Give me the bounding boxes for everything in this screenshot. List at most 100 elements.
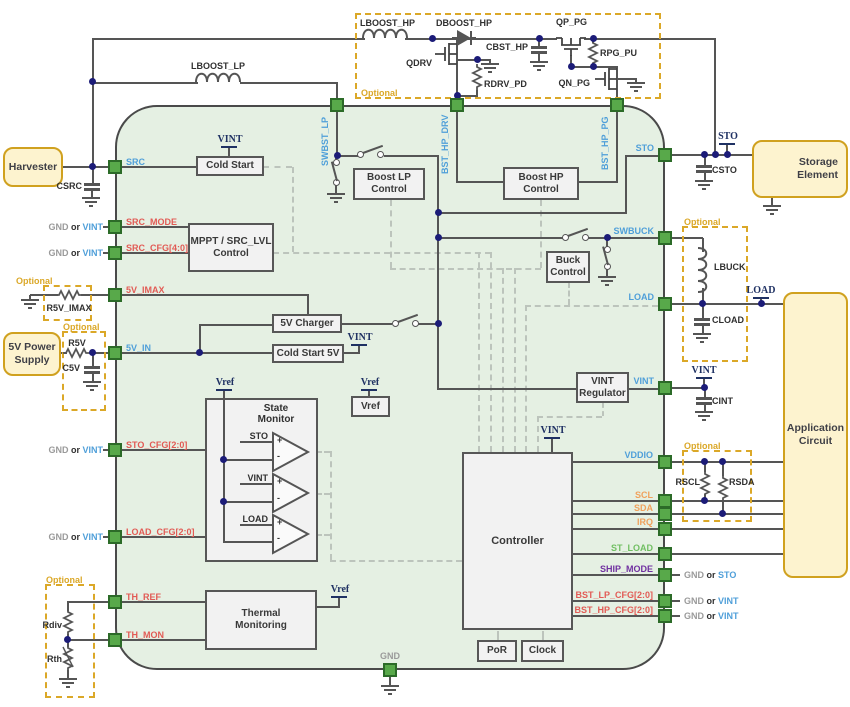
pin-swbst-lp bbox=[330, 98, 344, 112]
pin-label-bst-lp-cfg: BST_LP_CFG[2:0] bbox=[575, 590, 653, 600]
resistor-rsda bbox=[716, 475, 730, 501]
pin-scl bbox=[658, 494, 672, 508]
wire bbox=[476, 90, 478, 97]
wire bbox=[384, 155, 438, 157]
wire bbox=[573, 461, 658, 463]
wire bbox=[672, 237, 703, 239]
junction-dot bbox=[724, 151, 731, 158]
dashed-line bbox=[602, 403, 604, 416]
vref-rail-label: Vref bbox=[330, 584, 350, 595]
junction-dot bbox=[334, 152, 341, 159]
wire bbox=[672, 553, 783, 555]
block-cold-start-5v: Cold Start 5V bbox=[272, 344, 344, 363]
pin-gnd bbox=[383, 663, 397, 677]
pin-label-swbst-lp: SWBST_LP bbox=[320, 116, 330, 166]
wire bbox=[616, 112, 618, 183]
rail-bar bbox=[221, 146, 237, 148]
wire bbox=[570, 55, 572, 68]
wire bbox=[586, 237, 658, 239]
wire bbox=[437, 155, 439, 389]
vint-rail-label: VINT bbox=[217, 134, 243, 145]
wire bbox=[67, 640, 69, 647]
label-rth: Rth bbox=[47, 654, 62, 664]
pin-sto-cfg bbox=[108, 443, 122, 457]
optional-label: Optional bbox=[361, 88, 398, 98]
pin-bst-hp-pg bbox=[610, 98, 624, 112]
optional-r5v-imax-box bbox=[43, 285, 92, 321]
diode-dboost-hp bbox=[452, 30, 476, 46]
resistor-rpg-pu bbox=[586, 40, 600, 66]
vint-rail-label: VINT bbox=[347, 332, 373, 343]
pin-vint bbox=[658, 381, 672, 395]
wire bbox=[69, 639, 108, 641]
wire bbox=[307, 294, 309, 316]
junction-dot bbox=[89, 78, 96, 85]
wire bbox=[343, 352, 359, 354]
block-controller: Controller bbox=[462, 452, 573, 630]
harvester-block: Harvester bbox=[3, 147, 63, 187]
wire bbox=[240, 483, 272, 485]
optional-label: Optional bbox=[16, 276, 53, 286]
sto-rail-label: STO bbox=[718, 131, 738, 142]
wire bbox=[122, 639, 205, 641]
pin-label-src: SRC bbox=[126, 157, 146, 167]
label-rdiv: Rdiv bbox=[42, 620, 62, 630]
dashed-line bbox=[292, 167, 294, 252]
wire bbox=[223, 391, 225, 398]
wire bbox=[635, 78, 637, 82]
pin-label-gnd: GND bbox=[380, 651, 400, 661]
wire bbox=[702, 304, 704, 318]
dashed-line bbox=[542, 631, 544, 640]
wire bbox=[122, 536, 205, 538]
label-qp-pg: QP_PG bbox=[556, 17, 588, 27]
dashed-line bbox=[525, 305, 527, 452]
wire bbox=[629, 388, 658, 390]
wire bbox=[122, 226, 188, 228]
capacitor-csrc bbox=[84, 188, 100, 191]
inductor-lboost-lp bbox=[195, 72, 241, 83]
dashed-line bbox=[263, 166, 292, 168]
wire bbox=[336, 155, 358, 157]
pin-label-5v-imax: 5V_IMAX bbox=[126, 285, 165, 295]
optional-lbuck-box bbox=[682, 226, 748, 362]
pin-src-mode bbox=[108, 220, 122, 234]
wire bbox=[29, 295, 31, 299]
termination-label: GND or VINT bbox=[684, 596, 739, 606]
wire bbox=[573, 500, 658, 502]
wire bbox=[437, 237, 565, 239]
vint-rail-label: VINT bbox=[540, 425, 566, 436]
load-rail-label: LOAD bbox=[746, 285, 776, 296]
wire bbox=[358, 346, 360, 354]
dashed-line bbox=[540, 200, 542, 268]
pin-src-cfg bbox=[108, 246, 122, 260]
block-por: PoR bbox=[477, 640, 517, 662]
wire bbox=[240, 82, 338, 84]
pin-th-mon bbox=[108, 633, 122, 647]
wire bbox=[606, 267, 608, 276]
dashed-line bbox=[330, 451, 332, 560]
wire bbox=[573, 553, 658, 555]
wire bbox=[92, 82, 198, 84]
wire bbox=[199, 324, 272, 326]
wire bbox=[91, 190, 93, 197]
junction-dot bbox=[701, 151, 708, 158]
wire bbox=[342, 323, 392, 325]
pin-st-load bbox=[658, 547, 672, 561]
wire bbox=[199, 352, 273, 354]
wire bbox=[228, 148, 230, 156]
optional-label: Optional bbox=[46, 575, 83, 585]
plus-sign: + bbox=[277, 476, 283, 486]
wire bbox=[672, 513, 783, 515]
wire bbox=[704, 388, 706, 397]
label-dboost-hp: DBOOST_HP bbox=[436, 18, 493, 28]
wire bbox=[704, 155, 706, 165]
termination-label: GND or VINT bbox=[48, 532, 103, 542]
label-c5v: C5V bbox=[62, 363, 80, 373]
wire bbox=[538, 53, 540, 61]
ground-symbol bbox=[530, 61, 548, 71]
capacitor-cint bbox=[696, 397, 712, 400]
junction-dot bbox=[89, 349, 96, 356]
